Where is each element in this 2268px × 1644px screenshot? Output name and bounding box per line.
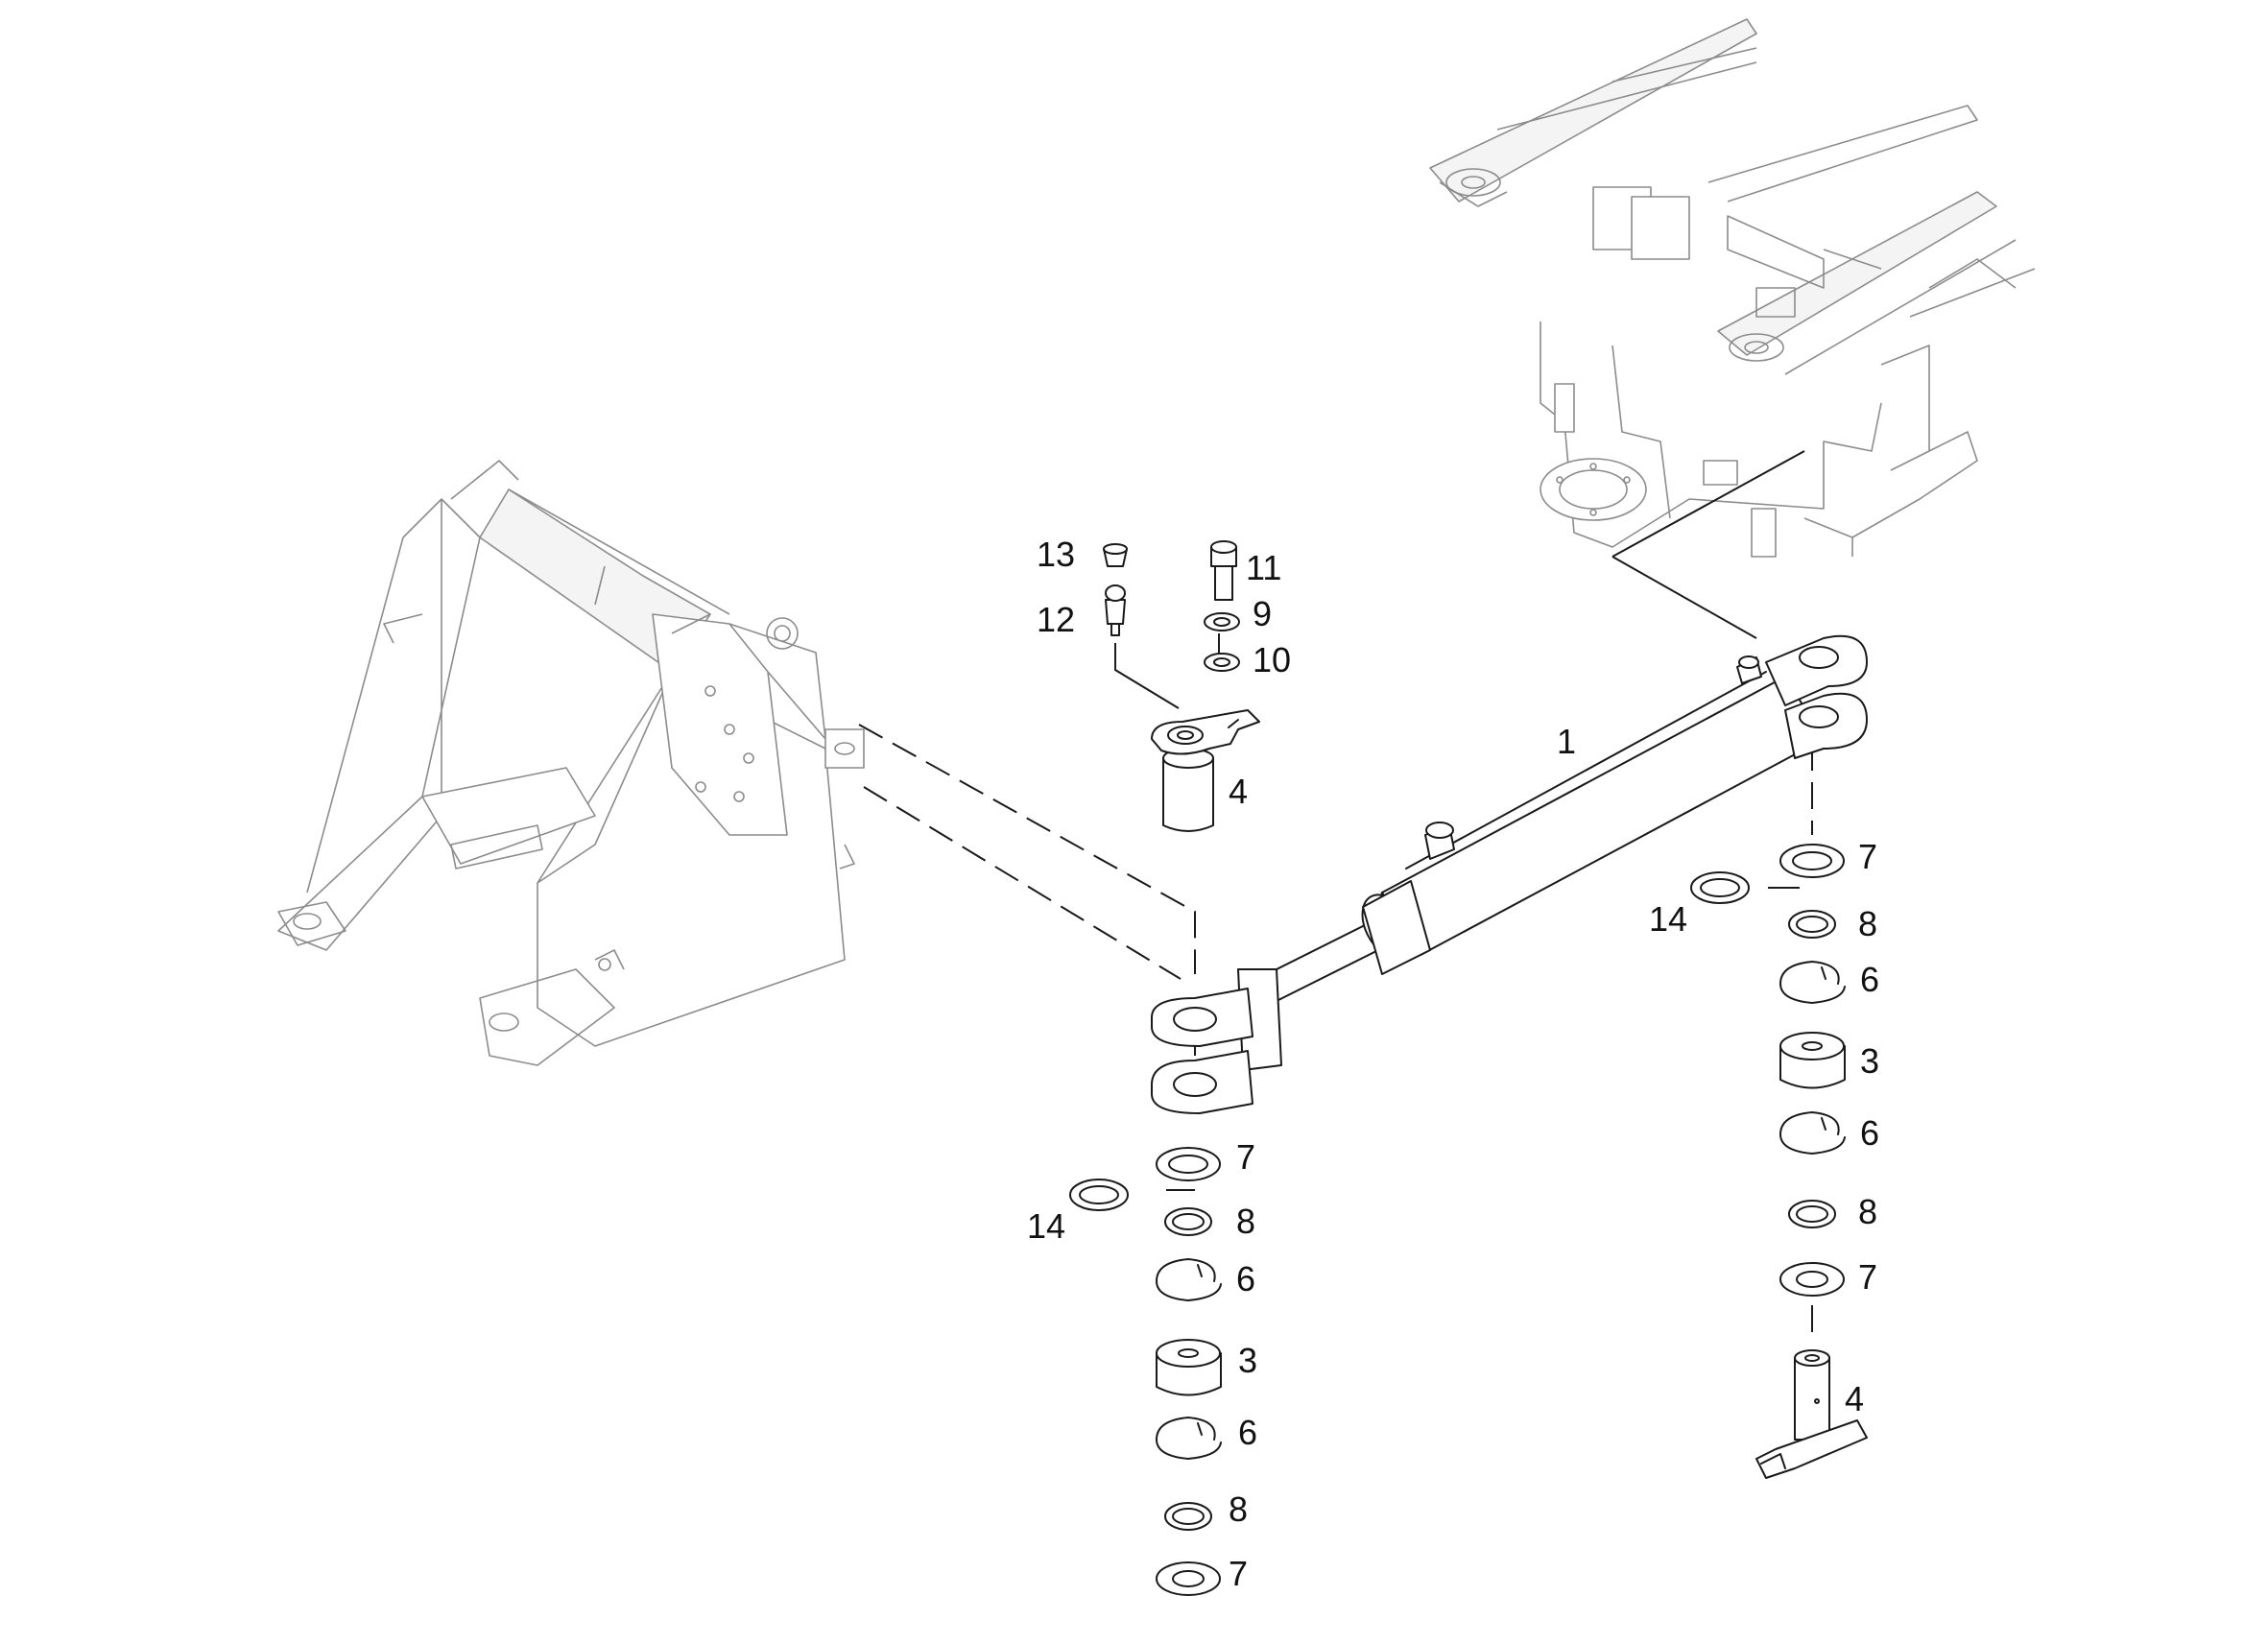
grease-nipple bbox=[1105, 584, 1126, 636]
cap bbox=[1103, 543, 1128, 567]
callout-labels: 1 4 4 11 9 10 13 12 7 14 8 6 3 6 8 7 7 1… bbox=[1027, 535, 1879, 1593]
callout-14-right: 14 bbox=[1649, 899, 1687, 939]
callout-7-left-bottom: 7 bbox=[1229, 1554, 1248, 1593]
washer-7a bbox=[1156, 1147, 1221, 1181]
callout-4-upper: 4 bbox=[1229, 772, 1248, 811]
washer-9 bbox=[1204, 612, 1240, 631]
pin-upper bbox=[1151, 709, 1260, 832]
ring-8d bbox=[1788, 1200, 1836, 1228]
callout-6-left-top: 6 bbox=[1236, 1259, 1255, 1299]
callout-9: 9 bbox=[1253, 594, 1272, 633]
ring-8a bbox=[1164, 1207, 1212, 1236]
callout-7-right-top: 7 bbox=[1858, 837, 1877, 876]
callout-1: 1 bbox=[1557, 722, 1576, 761]
ring-8b bbox=[1164, 1502, 1212, 1531]
pin-lower bbox=[1755, 1349, 1868, 1479]
callout-11: 11 bbox=[1246, 548, 1281, 587]
callout-8-left-top: 8 bbox=[1236, 1202, 1255, 1241]
callout-8-right-top: 8 bbox=[1858, 904, 1877, 943]
bushing-3b bbox=[1779, 1032, 1846, 1089]
right-hardware-stack bbox=[1690, 844, 1868, 1479]
callout-7-right-bottom: 7 bbox=[1858, 1257, 1877, 1297]
bolt bbox=[1210, 540, 1237, 601]
left-hardware-stack bbox=[1069, 1147, 1222, 1596]
circlip-6c bbox=[1779, 961, 1846, 1004]
leader-lines bbox=[858, 450, 1813, 1344]
circlip-6a bbox=[1156, 1258, 1222, 1301]
callout-4-lower: 4 bbox=[1845, 1379, 1864, 1418]
callout-8-left-bottom: 8 bbox=[1229, 1489, 1248, 1529]
washer-7b bbox=[1156, 1561, 1221, 1596]
callout-3-right: 3 bbox=[1860, 1041, 1879, 1081]
callout-13: 13 bbox=[1037, 535, 1075, 574]
callout-6-right-top: 6 bbox=[1860, 960, 1879, 999]
callout-7-left-top: 7 bbox=[1236, 1137, 1255, 1177]
bushing-3a bbox=[1156, 1339, 1222, 1396]
shim-14a bbox=[1069, 1179, 1129, 1211]
washer-7d bbox=[1779, 1262, 1845, 1297]
callout-12: 12 bbox=[1037, 600, 1075, 639]
circlip-6b bbox=[1156, 1417, 1222, 1460]
hydraulic-cylinder bbox=[1151, 634, 1868, 1114]
callout-8-right-bottom: 8 bbox=[1858, 1192, 1877, 1231]
callout-6-left-bottom: 6 bbox=[1238, 1413, 1257, 1452]
callout-14-left: 14 bbox=[1027, 1206, 1065, 1246]
ring-8c bbox=[1788, 910, 1836, 939]
washer-7c bbox=[1779, 844, 1845, 878]
callout-10: 10 bbox=[1253, 640, 1291, 679]
callout-6-right-bottom: 6 bbox=[1860, 1113, 1879, 1153]
circlip-6d bbox=[1779, 1111, 1846, 1155]
callout-3-left: 3 bbox=[1238, 1341, 1257, 1380]
washer-10 bbox=[1204, 653, 1240, 672]
front-chassis-frame bbox=[277, 460, 865, 1066]
rear-chassis-frame bbox=[1429, 18, 2036, 558]
shim-14b bbox=[1690, 871, 1750, 904]
